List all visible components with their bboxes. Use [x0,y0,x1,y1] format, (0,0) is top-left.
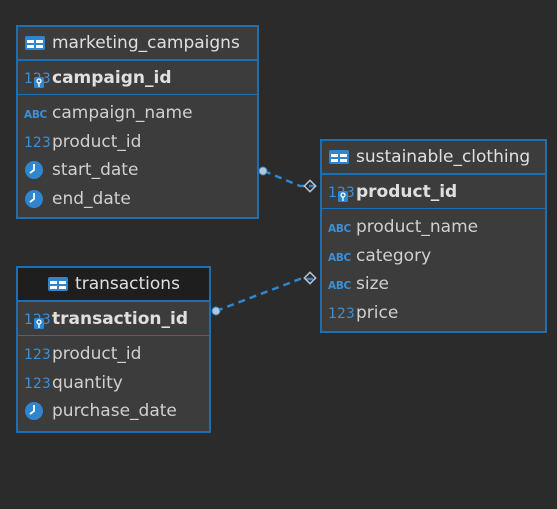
primary-key-row[interactable]: 123 transaction_id [18,302,209,336]
table-icon [25,36,45,50]
column-list: ABC campaign_name 123 product_id start_d… [18,95,257,216]
clock-icon [24,189,48,209]
column-name: product_id [356,181,458,202]
column-row[interactable]: ABC campaign_name [18,99,257,128]
entity-marketing-campaigns[interactable]: marketing_campaigns 123 campaign_id ABC … [16,25,259,219]
primary-key-row[interactable]: 123 campaign_id [18,61,257,95]
number-type-icon: 123 [328,305,355,322]
column-name: price [356,302,399,323]
table-icon [329,150,349,164]
text-type-icon: ABC [24,109,47,122]
column-name: start_date [52,160,139,181]
column-row[interactable]: end_date [18,185,257,214]
number-type-icon: 123 [328,182,355,202]
column-name: transaction_id [52,308,188,329]
column-name: purchase_date [52,401,177,422]
entity-header[interactable]: transactions [18,268,209,302]
number-type-icon: 123 [24,375,51,392]
column-row[interactable]: start_date [18,156,257,185]
entity-title: transactions [75,274,180,294]
column-row[interactable]: 123 product_id [18,340,209,369]
link-transactions-to-sustainable-clothing [211,271,317,316]
entity-sustainable-clothing[interactable]: sustainable_clothing 123 product_id ABC … [320,139,547,333]
column-row[interactable]: 123 price [322,299,545,328]
column-name: quantity [52,372,123,393]
column-list: 123 product_id 123 quantity purchase_dat… [18,336,209,429]
entity-title: marketing_campaigns [52,33,240,53]
clock-icon [24,160,48,180]
column-name: category [356,245,432,266]
number-type-icon: 123 [24,309,51,329]
entity-title: sustainable_clothing [356,147,531,167]
column-row[interactable]: 123 product_id [18,128,257,157]
column-row[interactable]: ABC product_name [322,213,545,242]
column-name: product_id [52,344,142,365]
column-name: product_name [356,217,479,238]
text-type-icon: ABC [328,223,351,236]
column-row[interactable]: ABC category [322,242,545,271]
column-row[interactable]: ABC size [322,270,545,299]
number-type-icon: 123 [24,68,51,88]
column-row[interactable]: 123 quantity [18,369,209,398]
entity-header[interactable]: marketing_campaigns [18,27,257,61]
column-name: size [356,274,389,295]
table-icon [48,277,69,291]
entity-transactions[interactable]: transactions 123 transaction_id 123 prod… [16,266,211,433]
primary-key-icon [338,190,348,202]
number-type-icon: 123 [24,134,51,151]
column-row[interactable]: purchase_date [18,397,209,426]
number-type-icon: 123 [24,347,51,364]
column-name: campaign_name [52,103,193,124]
text-type-icon: ABC [328,280,351,293]
column-name: end_date [52,188,131,209]
link-marketing-campaigns-to-sustainable-clothing [258,166,317,193]
primary-key-icon [34,76,44,88]
column-name: product_id [52,131,142,152]
text-type-icon: ABC [328,251,351,264]
clock-icon [24,401,48,421]
column-list: ABC product_name ABC category ABC size 1… [322,209,545,330]
entity-header[interactable]: sustainable_clothing [322,141,545,175]
primary-key-icon [34,317,44,329]
column-name: campaign_id [52,67,172,88]
primary-key-row[interactable]: 123 product_id [322,175,545,209]
